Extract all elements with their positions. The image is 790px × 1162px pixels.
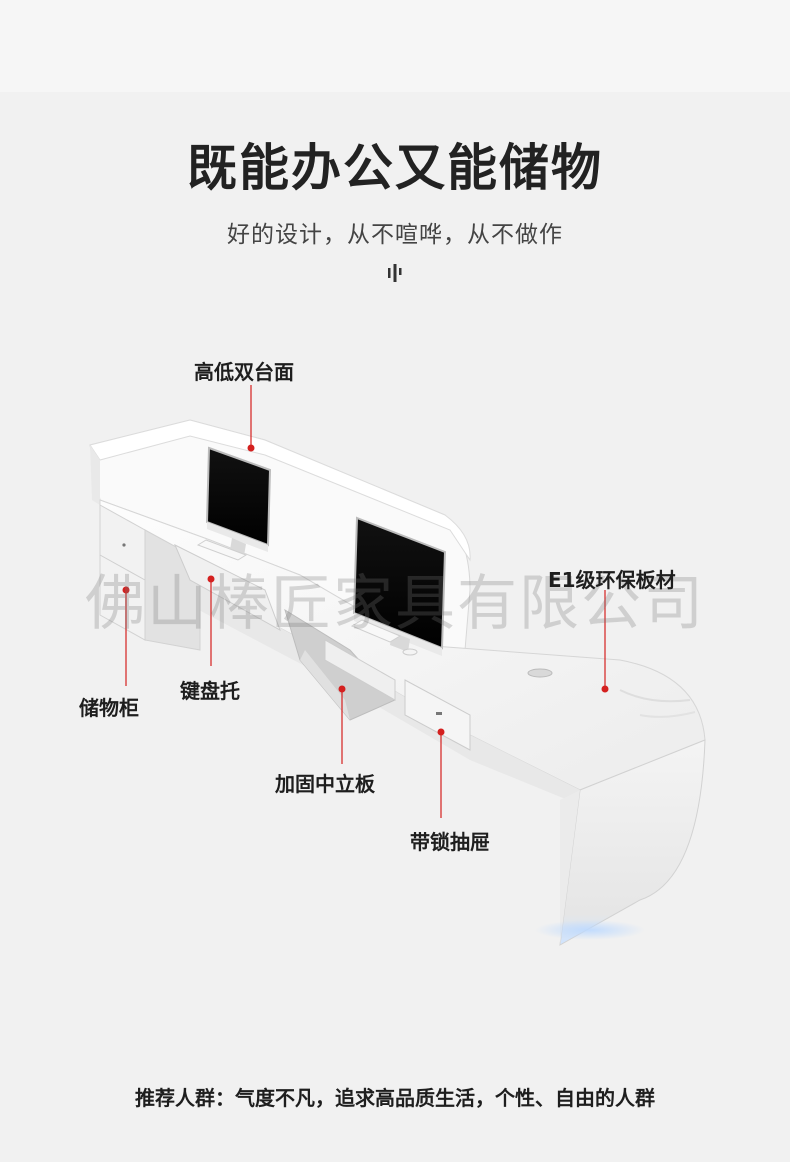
callout-lock-drawer: 带锁抽屉 (410, 830, 490, 854)
page-title: 既能办公又能储物 (187, 139, 603, 197)
callout-eco-board: E1级环保板材 (548, 568, 676, 592)
callout-center-panel: 加固中立板 (275, 772, 375, 796)
monitor-right (350, 516, 447, 656)
target-audience-text: 推荐人群：气度不凡，追求高品质生活，个性、自由的人群 (135, 1086, 655, 1110)
callout-dual-counter: 高低双台面 (194, 360, 294, 384)
callout-storage-cabinet: 储物柜 (79, 696, 139, 720)
divider-mark-icon (388, 264, 402, 282)
callout-keyboard-tray: 键盘托 (180, 679, 240, 703)
company-watermark: 佛山棒匠家具有限公司 (85, 569, 705, 639)
monitor-left (196, 446, 272, 561)
top-band (0, 0, 790, 92)
page-subtitle: 好的设计，从不喧哗，从不做作 (227, 222, 563, 248)
